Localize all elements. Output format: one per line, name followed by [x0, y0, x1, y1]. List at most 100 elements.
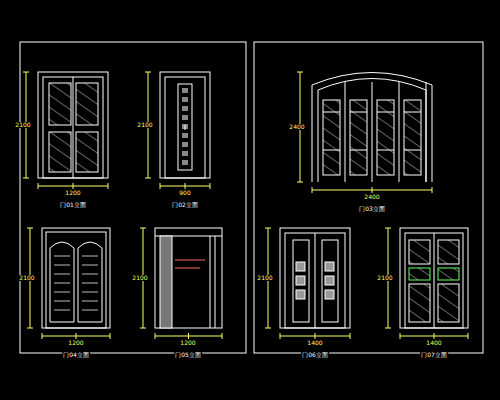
elevation-title: 门01立面: [59, 202, 87, 208]
dimension-text: 2400: [288, 124, 305, 130]
dimension-tick: [27, 328, 33, 329]
frame-line: [405, 233, 463, 328]
frame-line: [434, 233, 435, 328]
dimension-tick: [108, 183, 109, 189]
glazing-bar: [377, 112, 394, 113]
elevation-title: 门03立面: [358, 206, 386, 212]
elevation-title: 门04立面: [62, 352, 90, 358]
linework: [20, 42, 483, 355]
carved-panel: [78, 242, 102, 322]
dimension-tick: [27, 228, 33, 229]
dimension-tick: [73, 183, 74, 189]
dimension-tick: [222, 333, 223, 339]
frame-line: [46, 232, 106, 328]
glass-dot: [182, 97, 188, 102]
glass-panel: [438, 284, 459, 322]
frame-line: [372, 82, 373, 182]
dimension-tick: [23, 178, 29, 179]
dimension-tick: [434, 333, 435, 339]
dimension-tick: [38, 183, 39, 189]
arched-frame: [318, 79, 426, 183]
door-leaf-section: [160, 236, 172, 328]
dimension-tick: [315, 333, 316, 339]
dimension-tick: [160, 183, 161, 189]
leader-line: [175, 268, 200, 269]
glazing-bar: [323, 112, 340, 113]
glazing-bar: [404, 150, 421, 151]
dimension-tick: [185, 183, 186, 189]
dimension-tick: [400, 333, 401, 339]
dimension-tick: [155, 333, 156, 339]
lattice-bar: [54, 265, 70, 266]
lattice-bar: [54, 283, 70, 284]
frame-line: [43, 77, 103, 178]
glass-dot: [182, 160, 188, 165]
glass-strip: [178, 84, 192, 170]
dimension-tick: [468, 333, 469, 339]
dimension-text: 2100: [131, 275, 148, 281]
dimension-tick: [432, 187, 433, 193]
glass-dot: [182, 151, 188, 156]
elevation-title: 门05立面: [174, 352, 202, 358]
glass-panel: [377, 100, 394, 175]
dimension-text: 2100: [14, 122, 31, 128]
dimension-tick: [42, 333, 43, 339]
sheet-border: [254, 42, 483, 353]
glass-panel: [404, 100, 421, 175]
dimension-tick: [23, 72, 29, 73]
glass-dot: [182, 88, 188, 93]
dimension-tick: [145, 178, 151, 179]
frame-line: [345, 82, 346, 182]
frame-line: [73, 77, 74, 178]
dimension-tick: [210, 183, 211, 189]
glazing-bar: [377, 150, 394, 151]
lattice-bar: [82, 265, 98, 266]
dimension-text: 2400: [363, 194, 380, 200]
lattice-bar: [82, 301, 98, 302]
frame-line: [399, 82, 400, 182]
glass-dot: [182, 142, 188, 147]
glass-panel: [49, 83, 71, 125]
dimension-text: 1400: [306, 340, 323, 346]
carved-band: [409, 268, 430, 280]
glass-dot: [182, 124, 188, 129]
frame-line: [160, 72, 210, 178]
dimension-text: 2100: [136, 122, 153, 128]
lattice-bar: [54, 301, 70, 302]
glass-panel: [409, 240, 430, 264]
dimension-tick: [265, 228, 271, 229]
dimension-text: 1200: [64, 190, 81, 196]
frame-line: [155, 228, 222, 328]
glass-panel: [409, 284, 430, 322]
dimension-tick: [145, 72, 151, 73]
dimension-tick: [350, 333, 351, 339]
frame-line: [215, 236, 216, 328]
frame-line: [38, 72, 108, 178]
lattice-bar: [54, 310, 70, 311]
glazing-bar: [350, 150, 367, 151]
dimension-text: 1200: [179, 340, 196, 346]
lattice-bar: [54, 256, 70, 257]
glazing-bar: [404, 112, 421, 113]
carved-band: [438, 268, 459, 280]
dimension-tick: [140, 228, 146, 229]
square-inlay: [296, 276, 305, 285]
lattice-bar: [82, 283, 98, 284]
dimension-tick: [140, 328, 146, 329]
square-inlay: [325, 262, 334, 271]
arched-frame: [312, 73, 432, 183]
square-inlay: [325, 276, 334, 285]
elevation-title: 门06立面: [301, 352, 329, 358]
dimension-text: 1400: [425, 340, 442, 346]
frame-line: [426, 82, 427, 182]
frame-line: [210, 236, 211, 328]
frame-line: [42, 228, 110, 328]
dimension-tick: [372, 187, 373, 193]
sheet-border: [20, 42, 246, 353]
elevation-title: 门07立面: [420, 352, 448, 358]
panel-moulding: [322, 240, 338, 322]
dimension-tick: [280, 333, 281, 339]
dimension-text: 1200: [67, 340, 84, 346]
dimension-tick: [76, 333, 77, 339]
glass-panel: [76, 132, 98, 172]
